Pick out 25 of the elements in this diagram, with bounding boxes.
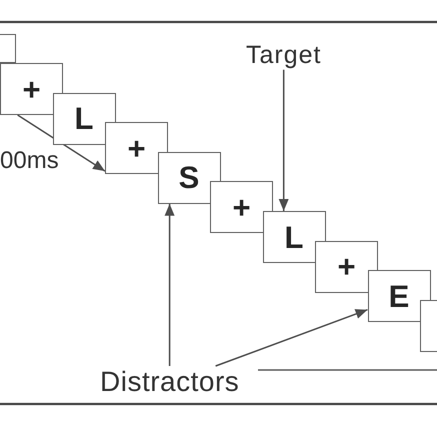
letter: E [388,280,410,312]
letter: L [74,103,94,134]
stimulus-frame [52,92,116,145]
stimulus-frame [210,181,273,234]
callout-label: Target [246,41,322,70]
stimulus-frame [315,240,378,293]
arrow [17,114,106,172]
plus-sign: + [22,74,41,104]
stimulus-frame [0,34,16,63]
arrow [215,309,368,367]
letter: S [178,162,200,194]
edge-label: 00ms [0,147,59,175]
plus-sign: + [127,132,146,164]
letter: L [284,222,304,252]
arrow [278,70,289,211]
callout-label: Distractors [100,366,240,398]
plus-sign: + [337,251,356,282]
plus-sign: + [232,192,251,223]
stimulus-frame [158,152,220,204]
stimulus-frame [0,63,63,115]
stimulus-frame [262,211,326,263]
arrow [164,204,175,366]
stimulus-frame [420,300,437,352]
stimulus-frame [105,122,168,174]
stimulus-frame [368,270,430,322]
